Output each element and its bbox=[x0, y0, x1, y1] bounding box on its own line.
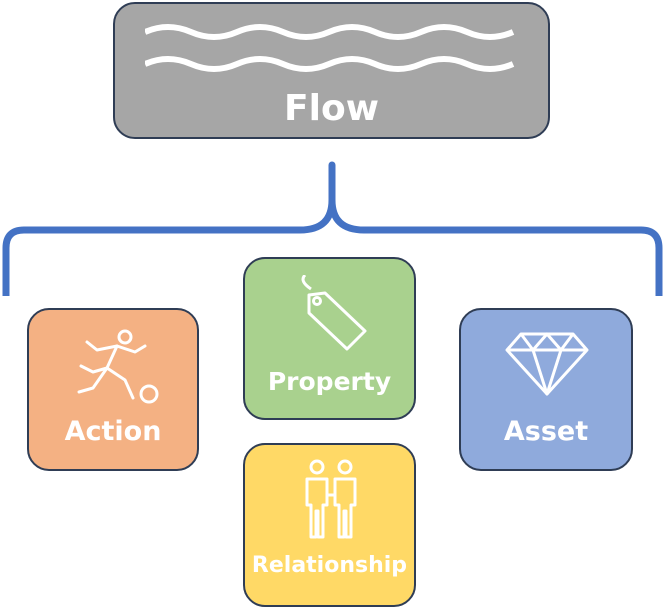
diamond-icon bbox=[505, 332, 589, 396]
flow-label: Flow bbox=[284, 88, 379, 129]
waves-icon bbox=[145, 24, 515, 72]
flow-box: Flow bbox=[113, 2, 550, 139]
property-box: Property bbox=[243, 257, 416, 420]
property-label: Property bbox=[267, 367, 392, 396]
relationship-box: Relationship bbox=[243, 443, 416, 607]
asset-label: Asset bbox=[503, 416, 589, 447]
tag-icon bbox=[301, 275, 367, 351]
soccer-player-icon bbox=[77, 329, 159, 404]
asset-box: Asset bbox=[459, 308, 633, 471]
action-box: Action bbox=[27, 308, 199, 471]
action-label: Action bbox=[64, 416, 162, 447]
relationship-label: Relationship bbox=[251, 553, 408, 578]
couple-icon bbox=[305, 459, 357, 539]
